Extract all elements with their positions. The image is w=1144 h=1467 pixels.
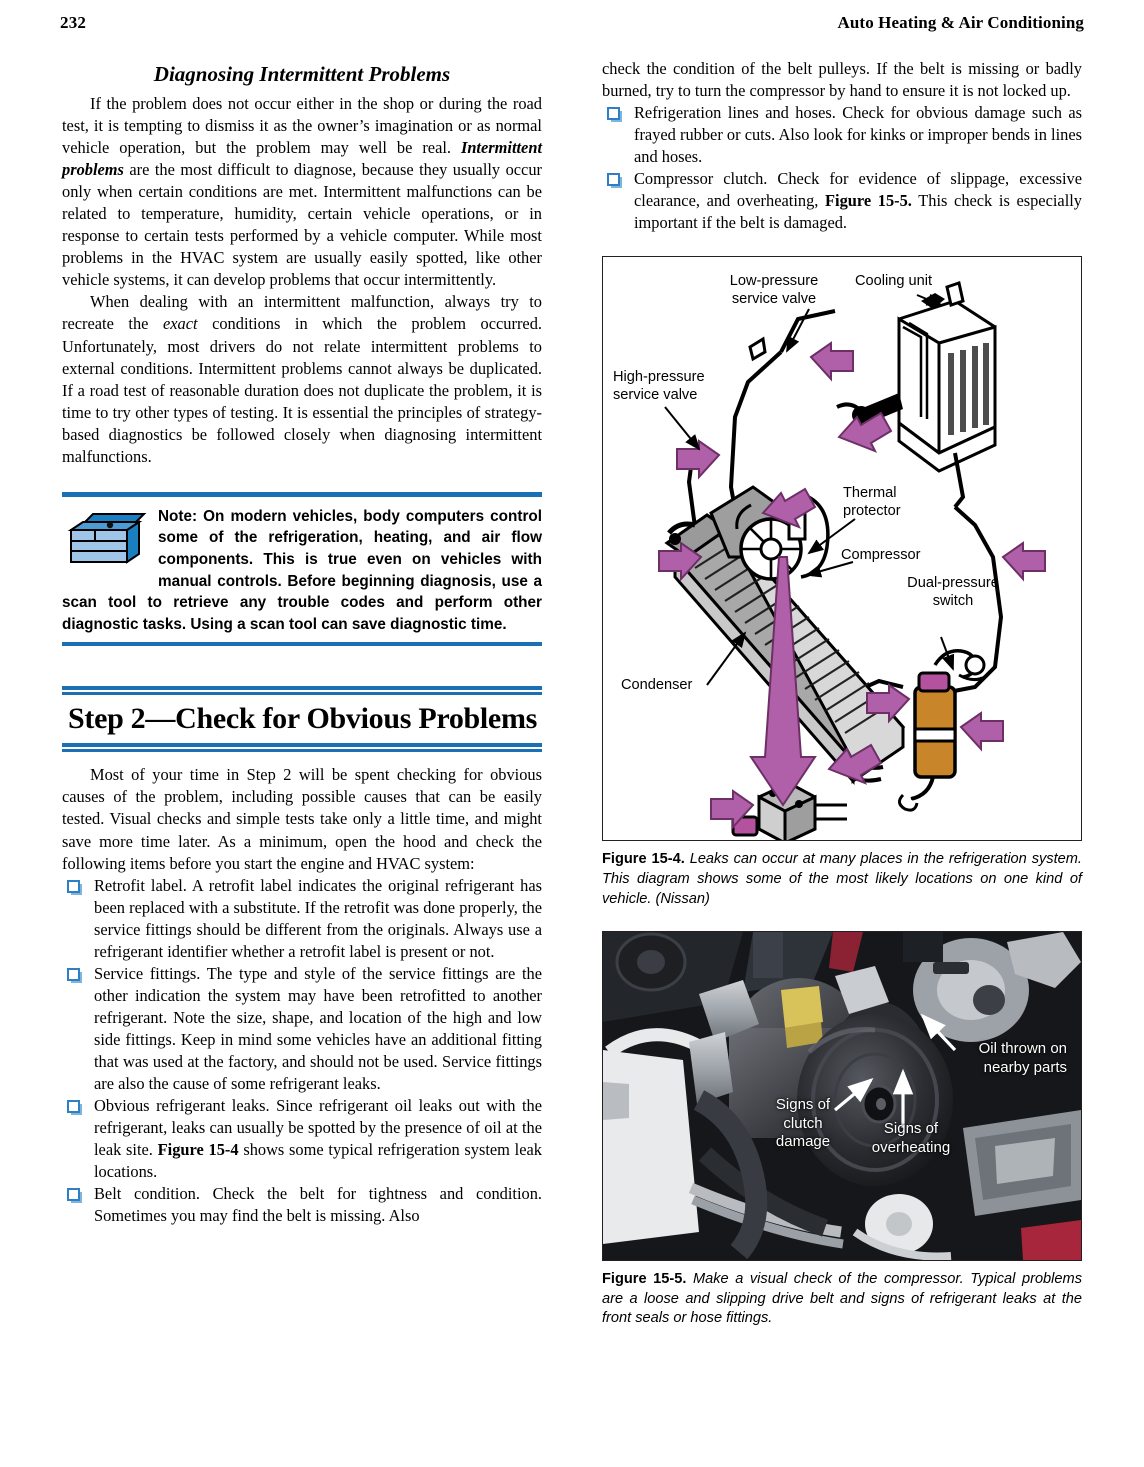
paragraph-1-part-a: If the problem does not occur either in … (62, 94, 542, 158)
callout-arrow-oil (920, 1013, 957, 1052)
diagram-label-high-pressure-valve: High-pressure service valve (613, 369, 705, 403)
step-heading-top-rule (62, 686, 542, 696)
section-heading: Diagnosing Intermittent Problems (153, 62, 451, 86)
figure-15-4-frame: Low-pressure service valve Cooling unit … (602, 256, 1082, 842)
diagram-label-dual-pressure-switch: Dual-pressure switch (907, 575, 999, 609)
list-item-text: Compressor clutch. Check for evidence of… (634, 169, 1082, 211)
checkbox-icon (67, 1100, 80, 1114)
lower-component-graphic (731, 781, 847, 841)
photo-callout-overheating: Signs of overheating (871, 1120, 951, 1156)
list-item: Service fittings. The type and style of … (62, 963, 542, 1095)
diagram-label-low-pressure-valve: Low-pressure service valve (729, 273, 819, 307)
paragraph-3: Most of your time in Step 2 will be spen… (62, 765, 542, 873)
book-title: Auto Heating & Air Conditioning (837, 13, 1084, 32)
compressor-graphic (709, 485, 830, 582)
paragraph-1-part-b: are the most difficult to diagnose, beca… (62, 160, 542, 290)
right-checklist: Refrigeration lines and hoses. Check for… (602, 102, 1082, 234)
figure-15-4: Low-pressure service valve Cooling unit … (602, 256, 1082, 909)
continuation-paragraph: check the condition of the belt pulleys.… (602, 59, 1082, 101)
diagram-label-cooling-unit: Cooling unit (855, 273, 933, 290)
paragraph-2-part-b: conditions in which the problem occurred… (62, 314, 542, 466)
list-item-emphasis: Figure 15-4 (157, 1140, 239, 1160)
refrigeration-system-diagram (658, 281, 1046, 841)
compressor-photo (603, 932, 1081, 1261)
diagram-label-compressor: Compressor (841, 547, 921, 564)
list-item: Belt condition. Check the belt for tight… (62, 1183, 542, 1227)
figure-15-5-frame: Oil thrown on nearby parts Signs of clut… (602, 931, 1082, 1262)
checkbox-icon (67, 967, 80, 981)
photo-callout-clutch-damage: Signs of clutch damage (775, 1096, 831, 1151)
note-box: Note: On modern vehicles, body computers… (62, 491, 542, 647)
diagram-label-thermal-protector: Thermal protector (843, 485, 901, 519)
figure-15-4-caption-label: Figure 15-4. (602, 851, 685, 868)
list-item-text: Belt condition. Check the belt for tight… (94, 1184, 542, 1226)
list-item-emphasis: Figure 15-5. (825, 191, 912, 211)
paragraph-2-part-a: When dealing with an intermittent malfun… (62, 292, 542, 334)
figure-15-4-caption-text: Leaks can occur at many places in the re… (602, 851, 1082, 907)
checkbox-icon (607, 107, 620, 121)
note-top-rule (62, 491, 542, 497)
list-item: Compressor clutch. Check for evidence of… (602, 168, 1082, 234)
page-number: 232 (60, 13, 87, 32)
note-bottom-rule (62, 642, 542, 647)
list-item: Retrofit label. A retrofit label indicat… (62, 875, 542, 963)
figure-15-5-caption: Figure 15-5. Make a visual check of the … (602, 1270, 1082, 1329)
running-head: 232 Auto Heating & Air Conditioning (60, 13, 1084, 39)
right-column: check the condition of the belt pulleys.… (602, 58, 1082, 1329)
receiver-drier-graphic (898, 649, 986, 812)
diagram-label-condenser: Condenser (621, 677, 693, 694)
figure-15-5-caption-text: Make a visual check of the compressor. T… (602, 1271, 1082, 1327)
checkbox-icon (607, 173, 620, 187)
leak-arrows (658, 341, 1046, 830)
checkbox-icon (67, 879, 80, 893)
figure-15-4-caption: Figure 15-4. Leaks can occur at many pla… (602, 850, 1082, 909)
photo-callout-oil-thrown: Oil thrown on nearby parts (978, 1040, 1067, 1076)
paragraph-2: When dealing with an intermittent malfun… (62, 291, 542, 467)
left-column: Diagnosing Intermittent Problems If the … (62, 58, 542, 1227)
left-checklist: Retrofit label. A retrofit label indicat… (62, 875, 542, 1228)
list-item: Refrigeration lines and hoses. Check for… (602, 102, 1082, 168)
paragraph-2-emphasis: exact (162, 314, 198, 334)
figure-15-5-caption-label: Figure 15-5. (602, 1271, 687, 1288)
callout-arrow-clutch (833, 1078, 874, 1112)
step-heading-bottom-rule (62, 743, 542, 753)
paragraph-1: If the problem does not occur either in … (62, 93, 542, 291)
list-item-text: Retrofit label. A retrofit label indicat… (94, 875, 542, 961)
list-item-text-tail: This check is especially important if th… (634, 191, 1082, 233)
label-leaders (664, 294, 955, 686)
cooling-unit-graphic (836, 281, 997, 509)
list-item-text: Refrigeration lines and hoses. Check for… (634, 103, 1082, 167)
list-item: Obvious refrigerant leaks. Since refrige… (62, 1095, 542, 1183)
step-heading-block: Step 2—Check for Obvious Problems (62, 686, 542, 753)
list-item-text: Obvious refrigerant leaks. Since refrige… (94, 1096, 542, 1160)
figure-15-5: Oil thrown on nearby parts Signs of clut… (602, 931, 1082, 1329)
step-heading: Step 2—Check for Obvious Problems (68, 702, 538, 736)
paragraph-1-emphasis: Intermittent problems (62, 138, 542, 180)
toolbox-icon (66, 508, 148, 574)
note-text: Note: On modern vehicles, body computers… (62, 507, 542, 633)
list-item-text-tail: shows some typical refrigeration system … (94, 1140, 542, 1182)
checkbox-icon (67, 1188, 80, 1202)
list-item-text: Service fittings. The type and style of … (94, 963, 542, 1094)
